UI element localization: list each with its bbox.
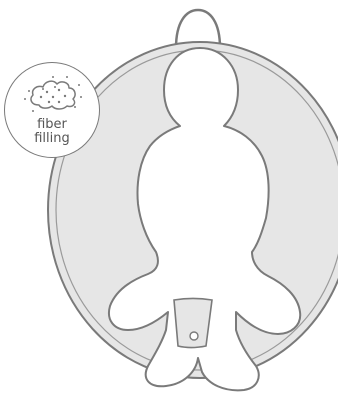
cloud-icon [19, 75, 87, 115]
buckle-icon [190, 332, 198, 340]
badge-label-fiber: fiber [5, 118, 99, 132]
fiber-filling-badge: fiber filling [4, 62, 100, 158]
badge-label-filling: filling [5, 132, 99, 146]
